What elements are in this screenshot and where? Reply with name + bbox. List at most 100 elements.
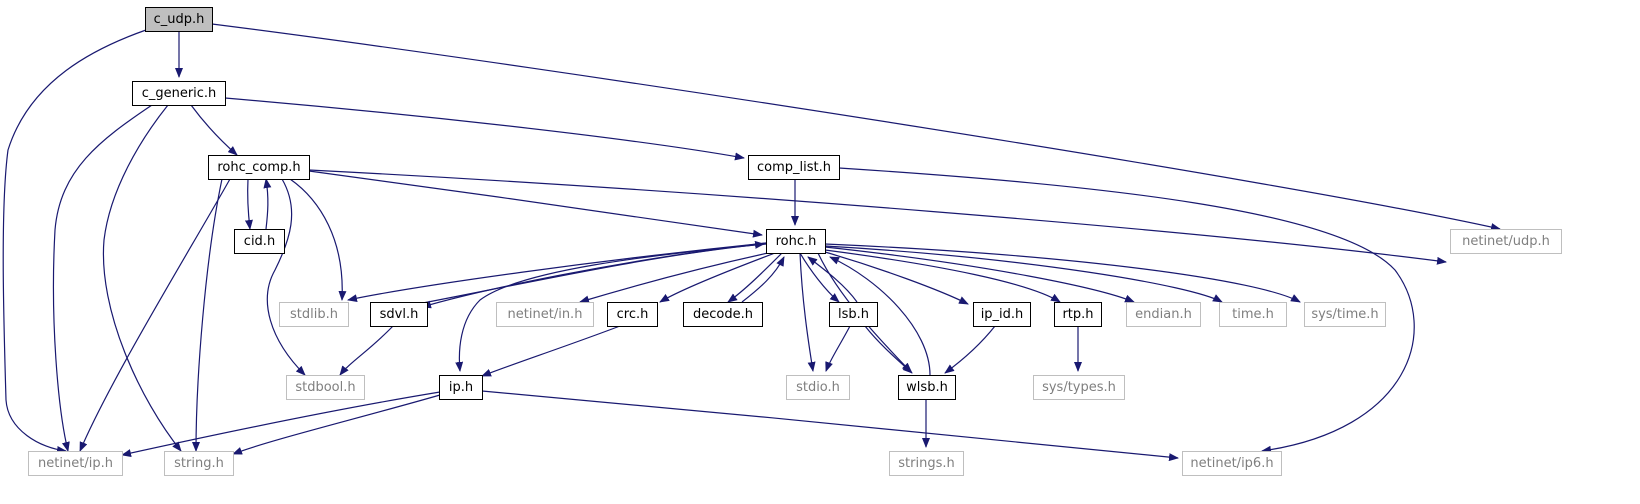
edges-layer [2, 23, 1501, 462]
node-label: rohc_comp.h [217, 160, 300, 175]
node-strings: strings.h [889, 451, 964, 476]
edge-c_generic-to-rohc_comp [190, 104, 238, 156]
node-netinet_in: netinet/in.h [496, 302, 594, 327]
node-decode[interactable]: decode.h [683, 302, 763, 327]
node-label: c_generic.h [142, 86, 217, 101]
node-comp_list[interactable]: comp_list.h [748, 155, 840, 180]
node-label: netinet/in.h [508, 307, 583, 322]
edge-rohc-to-sys_time [824, 243, 1301, 303]
node-box [234, 229, 285, 254]
node-label: cid.h [244, 234, 275, 249]
node-label: netinet/udp.h [1462, 234, 1550, 249]
node-cid[interactable]: cid.h [234, 229, 285, 254]
edge-rohc-to-ip_id [824, 251, 969, 305]
node-rohc[interactable]: rohc.h [766, 229, 826, 254]
edge-c_udp-to-netinet_udp [211, 23, 1501, 231]
node-box [786, 375, 850, 400]
node-sdvl[interactable]: sdvl.h [370, 302, 428, 327]
edge-rohc_comp-to-netinet_udp [308, 169, 1447, 265]
node-box [607, 302, 658, 327]
node-label: endian.h [1135, 307, 1192, 322]
node-wlsb[interactable]: wlsb.h [898, 375, 956, 400]
node-box [279, 302, 349, 327]
node-box [28, 451, 123, 476]
node-label: c_udp.h [154, 12, 205, 27]
node-label: ip_id.h [981, 307, 1024, 322]
node-box [1450, 229, 1562, 254]
node-lsb[interactable]: lsb.h [829, 302, 878, 327]
edge-sdvl-to-rohc [375, 240, 765, 313]
node-stdlib: stdlib.h [279, 302, 349, 327]
node-label: comp_list.h [757, 160, 831, 175]
edge-rohc-to-lsb [799, 252, 840, 303]
edge-crc-to-ip [481, 325, 621, 377]
node-box [748, 155, 840, 180]
node-box [829, 302, 878, 327]
node-box [132, 81, 226, 106]
node-label: string.h [174, 456, 224, 471]
edge-rohc-to-endian [824, 246, 1135, 303]
edge-lsb-to-wlsb [864, 325, 913, 374]
edge-ip-to-netinet_ip [121, 391, 441, 457]
node-label: wlsb.h [906, 380, 948, 395]
edge-decode-to-rohc [741, 256, 785, 303]
node-label: crc.h [617, 307, 649, 322]
node-label: sys/time.h [1311, 307, 1378, 322]
edge-c_generic-to-string [102, 104, 182, 452]
node-crc[interactable]: crc.h [607, 302, 658, 327]
edge-rohc_comp-to-rohc [308, 170, 763, 238]
node-endian: endian.h [1126, 302, 1201, 327]
node-rtp[interactable]: rtp.h [1054, 302, 1102, 327]
node-label: netinet/ip6.h [1190, 456, 1273, 471]
node-string: string.h [164, 451, 234, 476]
edge-rohc-to-netinet_in [579, 252, 769, 304]
edge-lsb-to-rohc [807, 256, 858, 303]
node-label: stdbool.h [295, 380, 355, 395]
node-box [1033, 375, 1125, 400]
node-box [1054, 302, 1102, 327]
edge-rohc_comp-to-stdlib [289, 178, 347, 301]
node-c_generic[interactable]: c_generic.h [132, 81, 226, 106]
node-label: lsb.h [838, 307, 869, 322]
node-label: strings.h [898, 456, 954, 471]
node-ip_id[interactable]: ip_id.h [973, 302, 1031, 327]
node-box [1126, 302, 1201, 327]
node-ip[interactable]: ip.h [439, 375, 483, 400]
edge-lsb-to-stdio [825, 325, 851, 372]
node-box [496, 302, 594, 327]
node-box [898, 375, 956, 400]
node-label: ip.h [449, 380, 473, 395]
node-time: time.h [1219, 302, 1287, 327]
node-stdio: stdio.h [786, 375, 850, 400]
edge-c_udp-to-netinet_ip [2, 29, 147, 454]
node-netinet_ip6: netinet/ip6.h [1182, 451, 1282, 476]
node-label: rtp.h [1062, 307, 1093, 322]
node-c_udp[interactable]: c_udp.h [145, 7, 213, 32]
edge-rohc-to-time [824, 245, 1223, 303]
node-box [889, 451, 964, 476]
node-box [439, 375, 483, 400]
node-box [286, 375, 365, 400]
node-label: time.h [1232, 307, 1274, 322]
node-label: decode.h [693, 307, 753, 322]
node-box [1182, 451, 1282, 476]
node-label: sdvl.h [380, 307, 419, 322]
node-sys_types: sys/types.h [1033, 375, 1125, 400]
node-box [370, 302, 428, 327]
edge-rohc-to-stdlib [347, 242, 767, 303]
edge-rohc-to-crc [659, 252, 776, 303]
edge-rohc_comp-to-cid [244, 178, 253, 230]
edge-rohc-to-stdio [799, 252, 816, 372]
node-box [208, 155, 310, 180]
node-rohc_comp[interactable]: rohc_comp.h [208, 155, 310, 180]
node-netinet_udp: netinet/udp.h [1450, 229, 1562, 254]
node-label: stdio.h [796, 380, 840, 395]
edge-cid-to-rohc_comp [263, 178, 272, 230]
node-box [145, 7, 213, 32]
node-box [164, 451, 234, 476]
edge-rohc-to-rtp [824, 249, 1061, 303]
node-box [973, 302, 1031, 327]
edge-rohc_comp-to-string [192, 178, 223, 452]
edge-c_generic-to-netinet_ip [52, 104, 153, 452]
